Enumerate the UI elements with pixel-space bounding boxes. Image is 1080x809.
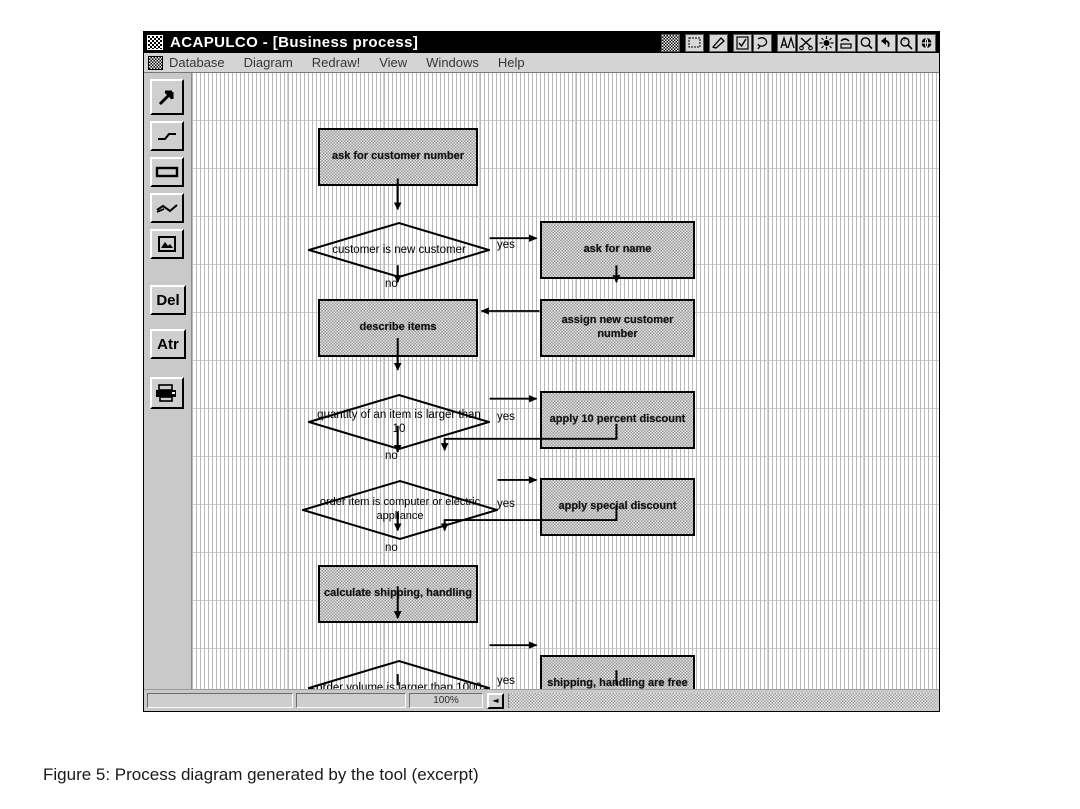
node-shipping-handling-are-free[interactable]: shipping, handling are free — [540, 655, 695, 689]
diagram-canvas[interactable]: ask for customer number ask for name ass… — [192, 73, 939, 689]
menu-item-database[interactable]: Database — [169, 55, 225, 70]
diagram-content: ask for customer number ask for name ass… — [192, 73, 939, 689]
node-describe-items[interactable]: describe items — [318, 299, 478, 357]
diamond-shape — [308, 393, 490, 451]
status-pane-info — [296, 693, 406, 708]
pencil-edit-icon[interactable] — [709, 33, 728, 52]
menu-item-diagram[interactable]: Diagram — [243, 55, 293, 70]
edge-label-yes-2: yes — [497, 411, 515, 423]
decision-order-volume-larger-than-1000[interactable]: order volume is larger than 1000 — [308, 659, 490, 689]
scroll-left-button[interactable]: ◄ — [487, 692, 504, 709]
toolbar-separator — [705, 33, 709, 52]
title-bar: ACAPULCO - [Business process] — [144, 32, 939, 53]
decision-label: order item is computer or electric appli… — [319, 496, 481, 522]
svg-text:5: 5 — [903, 36, 906, 41]
attribute-tool[interactable]: Atr — [150, 329, 186, 359]
delete-tool[interactable]: Del — [150, 285, 186, 315]
toolbar-separator — [681, 33, 685, 52]
decision-label: order volume is larger than 1000 — [316, 681, 482, 689]
node-assign-new-customer-number[interactable]: assign new customer number — [540, 299, 695, 357]
arrow-icon — [156, 86, 178, 108]
diamond-shape — [308, 659, 490, 689]
status-pane-message — [147, 693, 293, 708]
line-icon — [156, 129, 178, 143]
decision-quantity-larger-than-10[interactable]: quantity of an item is larger than 10 — [308, 393, 490, 451]
minimize-icon[interactable] — [661, 33, 680, 52]
system-menu-icon[interactable] — [147, 35, 163, 50]
menu-item-view[interactable]: View — [379, 55, 408, 70]
image-tool[interactable] — [150, 229, 184, 259]
node-ask-for-name[interactable]: ask for name — [540, 221, 695, 279]
node-apply-special-discount[interactable]: apply special discount — [540, 478, 695, 536]
delete-tool-label: Del — [156, 291, 180, 309]
globe-icon[interactable] — [917, 33, 936, 52]
edge-label-no-3: no — [385, 542, 398, 554]
rectangle-tool[interactable] — [150, 157, 184, 187]
magnifier-icon[interactable]: 5 — [897, 33, 916, 52]
node-calculate-shipping-handling[interactable]: calculate shipping, handling — [318, 565, 478, 623]
polyline-icon — [155, 201, 179, 215]
window-title: ACAPULCO - [Business process] — [170, 34, 419, 51]
menu-item-windows[interactable]: Windows — [426, 55, 479, 70]
picture-icon — [157, 235, 177, 253]
printer-icon — [155, 383, 179, 403]
edge-label-no-1: no — [385, 278, 398, 290]
edge-label-no-2: no — [385, 450, 398, 462]
left-toolbar: Del Atr — [144, 73, 192, 711]
zoom-icon[interactable] — [857, 33, 876, 52]
restore-icon[interactable] — [685, 33, 704, 52]
menu-bar: Database Diagram Redraw! View Windows He… — [144, 53, 939, 73]
checkbox-icon[interactable] — [733, 33, 752, 52]
undo-icon[interactable] — [877, 33, 896, 52]
line-tool[interactable] — [150, 121, 184, 151]
menu-item-help[interactable]: Help — [497, 55, 525, 70]
menu-item-redraw[interactable]: Redraw! — [311, 55, 361, 70]
scissors-icon[interactable] — [797, 33, 816, 52]
toolbar-separator — [729, 33, 733, 52]
text-tool-icon[interactable] — [777, 33, 796, 52]
horizontal-scrollbar-track[interactable] — [508, 693, 936, 708]
document-icon[interactable] — [148, 55, 163, 70]
edge-label-yes-1: yes — [497, 239, 515, 251]
sun-icon[interactable] — [817, 33, 836, 52]
connector-tool[interactable] — [150, 193, 184, 223]
figure-caption: Figure 5: Process diagram generated by t… — [43, 765, 479, 784]
title-toolbar: 5 — [661, 32, 937, 53]
application-window: ACAPULCO - [Business process] — [143, 31, 940, 712]
decision-label: quantity of an item is larger than 10 — [317, 408, 481, 435]
decision-customer-is-new-customer[interactable]: customer is new customer — [308, 221, 490, 279]
status-pane-zoom: 100% — [409, 693, 483, 708]
diagram-edges — [393, 178, 621, 686]
attribute-tool-label: Atr — [157, 335, 179, 353]
node-ask-for-customer-number[interactable]: ask for customer number — [318, 128, 478, 186]
select-arrow-tool[interactable] — [150, 79, 184, 115]
window-body: Del Atr — [144, 73, 939, 711]
edge-label-yes-3: yes — [497, 498, 515, 510]
toolbar-separator — [773, 33, 777, 52]
rectangle-icon — [155, 165, 179, 179]
status-bar: 100% ◄ — [144, 689, 939, 711]
diamond-shape — [308, 221, 490, 279]
lasso-icon[interactable] — [753, 33, 772, 52]
decision-order-item-is-computer-or-electric-appliance[interactable]: order item is computer or electric appli… — [302, 479, 498, 541]
node-apply-10-percent-discount[interactable]: apply 10 percent discount — [540, 391, 695, 449]
layers-icon[interactable] — [837, 33, 856, 52]
edge-label-yes-4: yes — [497, 675, 515, 687]
decision-label: customer is new customer — [332, 243, 466, 256]
print-tool[interactable] — [150, 377, 184, 409]
